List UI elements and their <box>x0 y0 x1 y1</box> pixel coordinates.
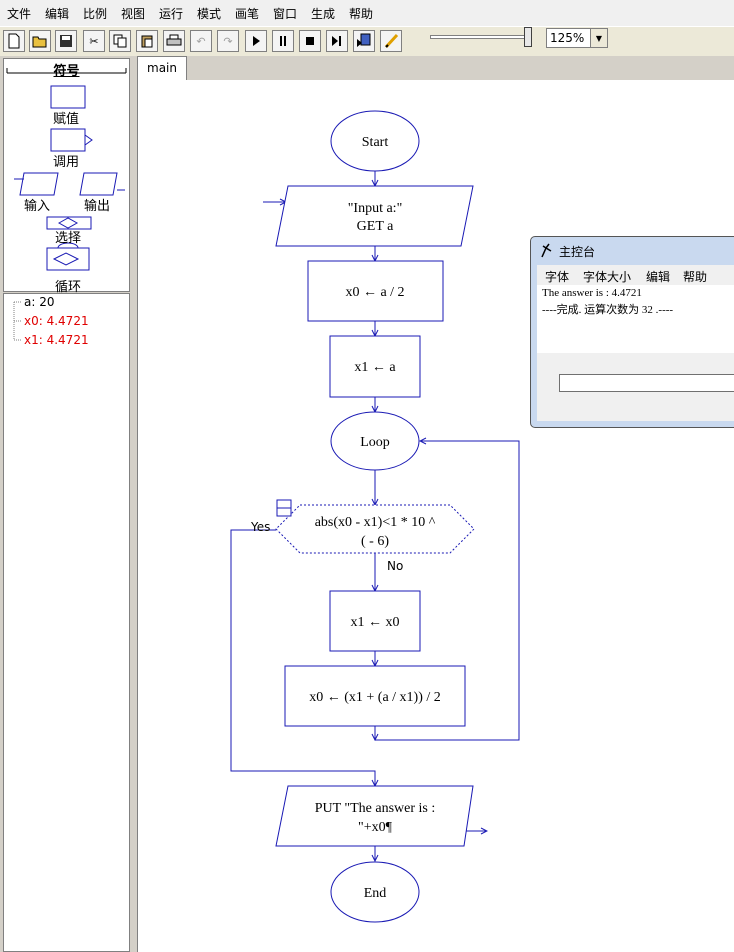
flowchart-canvas[interactable]: Start "Input a:" GET a x0 ← a / 2 x1 ← a… <box>137 80 734 952</box>
print-icon[interactable] <box>163 30 185 52</box>
menu-mode[interactable]: 模式 <box>197 7 222 21</box>
console-input[interactable] <box>559 374 734 392</box>
pen-icon[interactable] <box>380 30 402 52</box>
console-menu-bar: 字体 字体大小 编辑 帮助 <box>537 265 734 285</box>
decision-label-line2: ( - 6) <box>361 534 389 549</box>
symbol-call-label[interactable]: 调用 <box>53 155 80 170</box>
assign-x1-label: x1 ← a <box>354 360 396 375</box>
assignment-symbol-icon <box>50 85 86 109</box>
menu-scale[interactable]: 比例 <box>83 7 108 21</box>
zoom-slider-thumb[interactable] <box>524 27 532 47</box>
symbol-panel: 符号 赋值 调用 输入 输出 选择 循环 <box>3 58 130 295</box>
variable-item-a: a: 20 <box>24 295 55 309</box>
tab-main[interactable]: main <box>137 56 187 80</box>
console-input-area <box>537 353 734 421</box>
menu-edit[interactable]: 编辑 <box>45 7 70 21</box>
tab-strip <box>134 56 734 80</box>
menu-bar: 文件 编辑 比例 视图 运行 模式 画笔 窗口 生成 帮助 <box>0 0 734 26</box>
assign-x1-box <box>329 335 421 398</box>
console-title: 主控台 <box>559 245 596 259</box>
chevron-down-icon[interactable]: ▼ <box>590 29 607 47</box>
assign-x1-x0-label: x1 ← x0 <box>351 615 400 630</box>
menu-generate[interactable]: 生成 <box>311 7 336 21</box>
zoom-select[interactable]: 125% ▼ <box>546 28 608 48</box>
symbol-panel-title: 符号 <box>53 64 80 79</box>
start-label: Start <box>362 135 389 150</box>
copy-icon[interactable] <box>109 30 131 52</box>
run-icon[interactable] <box>245 30 267 52</box>
loop-terminal <box>330 411 420 471</box>
menu-pen[interactable]: 画笔 <box>235 7 260 21</box>
loop-label: Loop <box>360 435 390 450</box>
console-menu-edit[interactable]: 编辑 <box>646 270 671 284</box>
toolbar: ✂ ↶ ↷ <box>0 26 734 57</box>
console-output[interactable]: The answer is : 4.4721 ----完成. 运算次数为 32 … <box>537 285 734 353</box>
cut-icon[interactable]: ✂ <box>83 30 105 52</box>
assign-x0-label: x0 ← a / 2 <box>345 285 404 300</box>
output-symbol-icon <box>79 172 118 196</box>
new-icon[interactable] <box>3 30 25 52</box>
undo-icon[interactable]: ↶ <box>190 30 212 52</box>
console-output-line: The answer is : 4.4721 <box>542 287 642 299</box>
left-pane: 符号 赋值 调用 输入 输出 选择 循环 <box>0 56 134 952</box>
tree-lines <box>13 301 22 341</box>
decision-hexagon <box>275 504 475 554</box>
input-label-line2: GET a <box>357 219 394 234</box>
variable-item-x1: x1: 4.4721 <box>24 333 89 347</box>
pause-icon[interactable] <box>272 30 294 52</box>
menu-help[interactable]: 帮助 <box>349 7 374 21</box>
menu-view[interactable]: 视图 <box>121 7 146 21</box>
console-app-icon <box>541 243 552 258</box>
console-menu-font-size[interactable]: 字体大小 <box>583 270 632 284</box>
stop-icon[interactable] <box>299 30 321 52</box>
assign-x1-x0-box <box>329 590 421 652</box>
zoom-slider-track[interactable] <box>430 35 526 39</box>
no-branch-label: No <box>387 559 403 573</box>
redo-icon[interactable]: ↷ <box>217 30 239 52</box>
variable-panel: a: 20 x0: 4.4721 x1: 4.4721 <box>3 293 130 952</box>
end-label: End <box>364 886 387 901</box>
input-label-line1: "Input a:" <box>348 201 403 216</box>
symbol-shapes <box>6 68 127 271</box>
assign-x0-update-box <box>284 665 466 727</box>
flowchart: Start "Input a:" GET a x0 ← a / 2 x1 ← a… <box>230 110 520 923</box>
start-terminal <box>330 110 420 172</box>
open-icon[interactable] <box>29 30 51 52</box>
yes-branch-label: Yes <box>250 520 270 534</box>
output-label-line1: PUT "The answer is : <box>315 801 436 816</box>
console-menu-help[interactable]: 帮助 <box>683 270 708 284</box>
call-symbol-icon <box>50 128 86 152</box>
menu-file[interactable]: 文件 <box>7 7 32 21</box>
assign-x0-box <box>307 260 444 322</box>
zoom-value: 125% <box>550 31 585 45</box>
output-label-line2: "+x0¶ <box>358 820 393 835</box>
input-symbol-icon <box>19 172 59 196</box>
console-menu-font[interactable]: 字体 <box>545 270 570 284</box>
menu-run[interactable]: 运行 <box>159 7 184 21</box>
input-parallelogram <box>275 185 474 247</box>
console-output-line: ----完成. 运算次数为 32 .---- <box>542 304 674 316</box>
symbol-assign-label[interactable]: 赋值 <box>53 112 80 127</box>
menu-window[interactable]: 窗口 <box>273 7 298 21</box>
symbol-loop-label[interactable]: 循环 <box>55 280 82 295</box>
end-terminal <box>330 861 420 923</box>
variable-item-x0: x0: 4.4721 <box>24 314 89 328</box>
symbol-output-label[interactable]: 输出 <box>84 199 111 214</box>
decision-label-line1: abs(x0 - x1)<1 * 10 ^ <box>315 515 436 530</box>
save-icon[interactable] <box>55 30 77 52</box>
symbol-selection-label[interactable]: 选择 <box>55 231 82 246</box>
console-window: 主控台 字体 字体大小 编辑 帮助 The answer is : 4.4721… <box>530 236 734 428</box>
run-to-icon[interactable] <box>353 30 375 52</box>
step-icon[interactable] <box>326 30 348 52</box>
output-parallelogram <box>275 785 474 847</box>
symbol-input-label[interactable]: 输入 <box>24 199 51 214</box>
assign-x0-update-label: x0 ← (x1 + (a / x1)) / 2 <box>309 690 441 705</box>
paste-icon[interactable] <box>136 30 158 52</box>
